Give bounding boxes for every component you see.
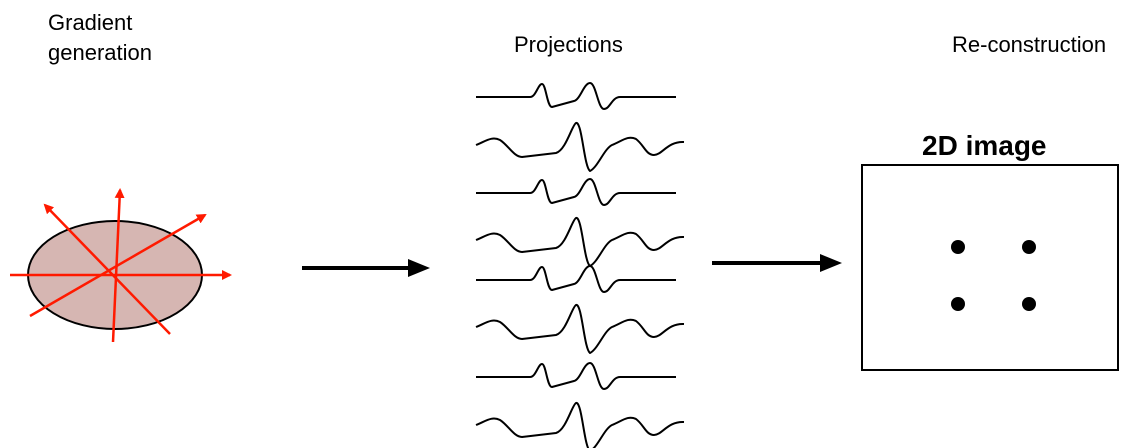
gradient-generation-graphic: [10, 188, 232, 343]
projection-trace-6: [475, 303, 685, 354]
projections-stack: [475, 82, 685, 448]
gradient-arrow-diagonal-up-right: [29, 213, 207, 318]
image-dot-bottom-left: [951, 297, 965, 311]
projection-trace-8: [475, 401, 685, 448]
projection-trace-2: [475, 121, 685, 172]
projection-trace-1: [476, 82, 676, 110]
projection-trace-7: [476, 362, 676, 390]
gradient-title-line-2: generation: [48, 40, 152, 65]
2d-image-frame: [861, 164, 1119, 371]
image-dot-top-right: [1022, 240, 1036, 254]
projection-trace-5: [476, 265, 676, 293]
gradient-arrow-diagonal-up-left: [43, 203, 171, 335]
reconstruction-graphic: [861, 164, 1119, 371]
projection-trace-3: [476, 178, 676, 206]
image-dot-bottom-right: [1022, 297, 1036, 311]
projections-title: Projections: [514, 32, 623, 57]
flow-arrow-2: [712, 254, 842, 272]
image-dot-top-left: [951, 240, 965, 254]
gradient-title-line-1: Gradient: [48, 10, 133, 35]
2d-image-label: 2D image: [922, 130, 1047, 161]
projection-trace-4: [475, 216, 685, 267]
gradient-generation-title: Gradient generation: [48, 8, 208, 68]
reconstruction-title: Re-construction: [952, 32, 1107, 57]
flow-arrow-1: [302, 259, 430, 277]
